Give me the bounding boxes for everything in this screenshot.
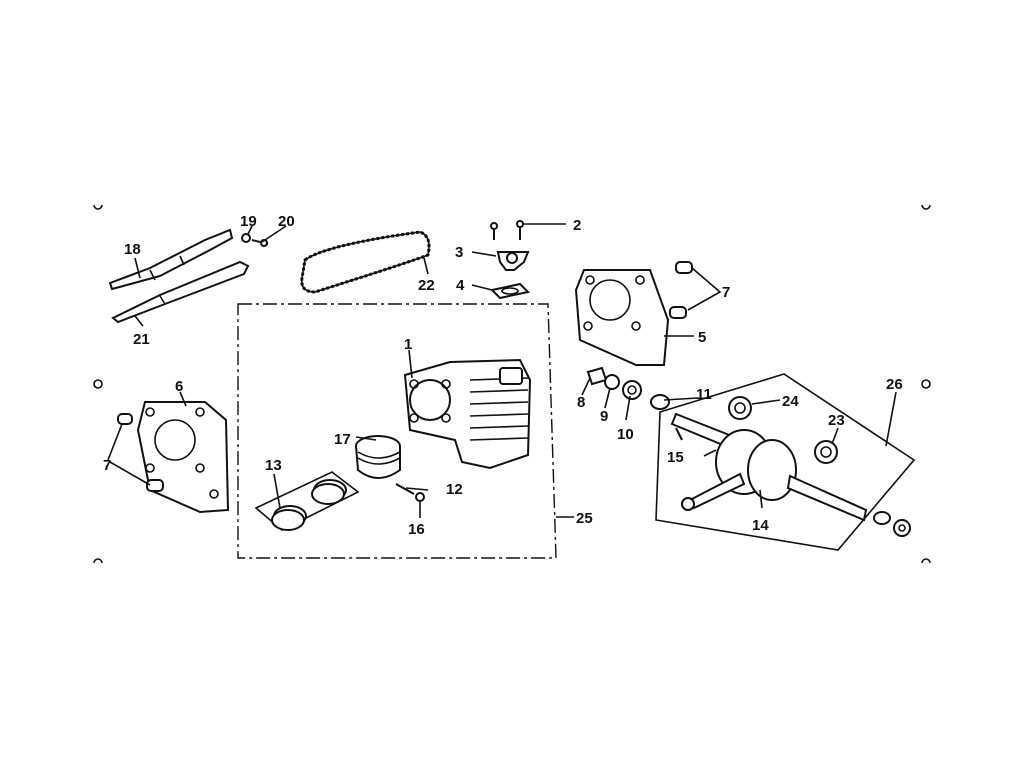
callout-3: 3 <box>455 244 463 261</box>
key-15 <box>675 427 683 441</box>
callout-7-lower: 7 <box>103 457 111 474</box>
callout-22: 22 <box>418 277 435 294</box>
leader-lines <box>107 223 897 518</box>
callout-24: 24 <box>782 393 799 410</box>
callout-2: 2 <box>573 217 581 234</box>
cam-chain-guide-upper <box>108 228 234 291</box>
callout-10: 10 <box>617 426 634 443</box>
callout-4: 4 <box>456 277 465 294</box>
callout-9: 9 <box>600 408 608 425</box>
callout-12: 12 <box>446 481 463 498</box>
cam-chain <box>300 230 431 294</box>
callout-19: 19 <box>240 213 257 230</box>
callout-15: 15 <box>667 449 684 466</box>
callout-6: 6 <box>175 378 183 395</box>
cylinder <box>403 358 532 470</box>
registration-marks <box>93 204 931 564</box>
bearings-23-24 <box>728 396 838 464</box>
cylinder-kit-boundary <box>237 303 557 559</box>
dowel-pins-lower <box>117 413 164 492</box>
callout-16: 16 <box>408 521 425 538</box>
guide-bolt-19-20 <box>241 233 269 247</box>
callout-5: 5 <box>698 329 706 346</box>
piston <box>355 435 401 479</box>
crankshaft-assembly-boundary <box>655 373 916 551</box>
dowel-pins-upper <box>669 261 693 319</box>
callout-14: 14 <box>752 517 769 534</box>
callout-11: 11 <box>696 386 712 403</box>
callout-20: 20 <box>278 213 295 230</box>
callout-26: 26 <box>886 376 903 393</box>
head-gasket <box>574 269 670 366</box>
crank-end-parts <box>873 511 911 537</box>
callout-13: 13 <box>265 457 282 474</box>
piston-rings <box>254 471 360 531</box>
callout-23: 23 <box>828 412 845 429</box>
callout-18: 18 <box>124 241 141 258</box>
callout-8: 8 <box>577 394 585 411</box>
callout-1: 1 <box>404 336 412 353</box>
callout-17: 17 <box>334 431 351 448</box>
base-gasket <box>136 401 230 514</box>
small-parts-8-11 <box>586 366 670 410</box>
cam-chain-guide-lower <box>111 260 250 324</box>
callout-21: 21 <box>133 331 150 348</box>
crankshaft <box>670 412 868 522</box>
callout-7-upper: 7 <box>722 284 730 301</box>
piston-pin-clip <box>395 483 425 502</box>
callout-25: 25 <box>576 510 593 527</box>
tensioner-gasket <box>489 282 531 300</box>
tensioner-body <box>496 251 530 271</box>
tensioner-bolts <box>490 220 524 240</box>
